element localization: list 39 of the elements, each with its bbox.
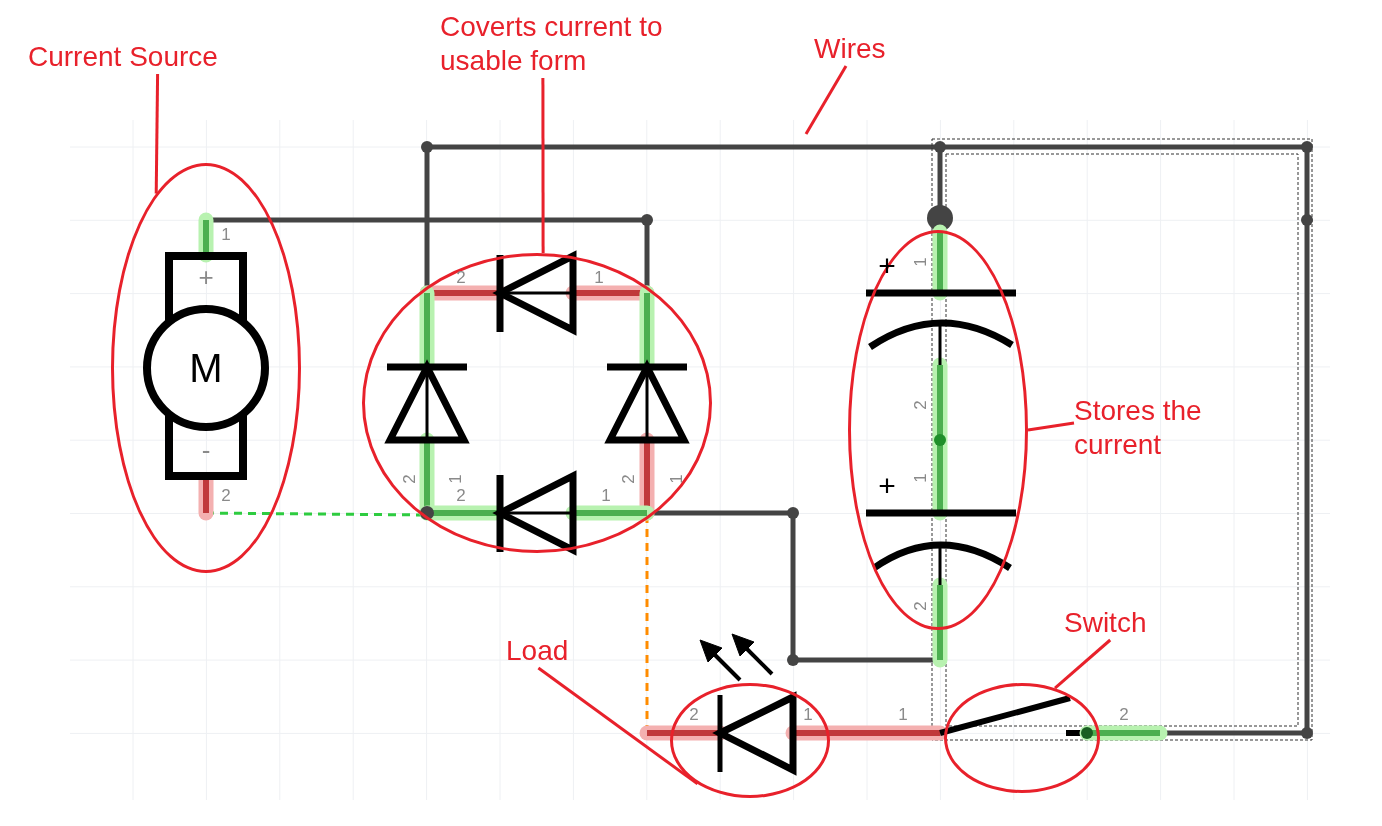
- annotation-text: Coverts current to usable form: [440, 10, 664, 78]
- annotation-text: Wires: [814, 32, 886, 66]
- pin-number: 1: [667, 474, 685, 484]
- pin-number: 1: [446, 474, 464, 484]
- highlight-ellipse: [362, 253, 712, 553]
- polarity-sign: -: [201, 437, 211, 463]
- pin-number: 2: [619, 474, 637, 484]
- pin-number: 1: [911, 473, 929, 483]
- pin-number: 1: [803, 705, 813, 723]
- pin-number: 1: [911, 257, 929, 267]
- pin-number: 2: [400, 474, 418, 484]
- pin-number: 2: [1119, 705, 1129, 723]
- annotation-text: Switch: [1064, 606, 1147, 640]
- leader-line: [537, 666, 699, 786]
- annotation-text: Stores the current: [1074, 394, 1203, 462]
- leader-line: [541, 78, 545, 254]
- pin-number: 1: [601, 486, 611, 504]
- leader-line: [1027, 421, 1075, 432]
- pin-number: 2: [221, 486, 231, 504]
- annotation-text: Load: [506, 634, 569, 668]
- leader-line: [804, 65, 848, 135]
- pin-number: 2: [456, 486, 466, 504]
- highlight-ellipse: [670, 683, 830, 798]
- pin-number: 2: [689, 705, 699, 723]
- pin-number: 1: [594, 268, 604, 286]
- pin-number: 1: [221, 225, 231, 243]
- leader-line: [1053, 638, 1112, 690]
- pin-number: 2: [456, 268, 466, 286]
- highlight-ellipse: [111, 163, 301, 573]
- leader-line: [154, 74, 160, 194]
- highlight-ellipse: [848, 230, 1028, 630]
- motor-symbol-label: M: [189, 348, 223, 388]
- polarity-sign: +: [198, 264, 214, 290]
- pin-number: 1: [898, 705, 908, 723]
- highlight-ellipse: [944, 683, 1100, 793]
- pin-number: 2: [911, 400, 929, 410]
- polarity-sign: +: [878, 471, 896, 501]
- annotation-text: Current Source: [28, 40, 218, 74]
- pin-number: 2: [911, 601, 929, 611]
